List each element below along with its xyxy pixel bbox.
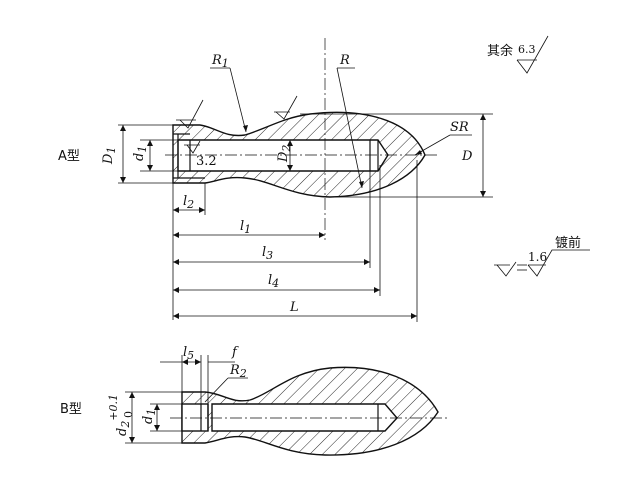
dim-l1: l1 bbox=[240, 219, 251, 236]
type-b-bore bbox=[211, 403, 398, 432]
dim-f: f bbox=[231, 345, 239, 360]
type-a-label: A型 bbox=[58, 149, 80, 164]
label-R1: R1 bbox=[211, 53, 229, 70]
svg-text:镀前: 镀前 bbox=[555, 235, 581, 251]
dim-d2-tol-low: 0 bbox=[122, 411, 135, 418]
svg-text:其余: 其余 bbox=[487, 43, 513, 59]
svg-text:1.6: 1.6 bbox=[528, 250, 547, 264]
roughness-3-2: 3.2 bbox=[196, 154, 217, 169]
type-b-label: B型 bbox=[60, 402, 82, 417]
dim-D: D bbox=[461, 149, 473, 164]
surface-note-rest: 其余 6.3 bbox=[487, 35, 549, 74]
dim-L: L bbox=[289, 300, 299, 315]
dim-l3: l3 bbox=[262, 245, 273, 262]
surface-note-equivalence: 1.6 镀前 bbox=[494, 235, 590, 277]
dim-l4: l4 bbox=[268, 273, 279, 290]
label-SR: SR bbox=[450, 120, 469, 135]
dim-D1: D1 bbox=[101, 147, 118, 165]
svg-text:6.3: 6.3 bbox=[518, 43, 536, 56]
type-b-view: l5 f R2 d2+0.1 0 d1 B型 bbox=[60, 345, 450, 456]
type-a-view: D D1 d1 D2 3.2 R1 R bbox=[58, 38, 493, 322]
label-R: R bbox=[339, 53, 350, 68]
label-R2: R2 bbox=[229, 363, 247, 380]
dim-l2: l2 bbox=[183, 194, 194, 211]
dim-d2: d2+0.1 bbox=[107, 394, 132, 436]
dim-b-d1: d1 bbox=[141, 409, 158, 424]
dim-D2: D2 bbox=[276, 145, 293, 163]
dim-l5: l5 bbox=[183, 345, 194, 362]
dim-d1: d1 bbox=[132, 146, 149, 161]
